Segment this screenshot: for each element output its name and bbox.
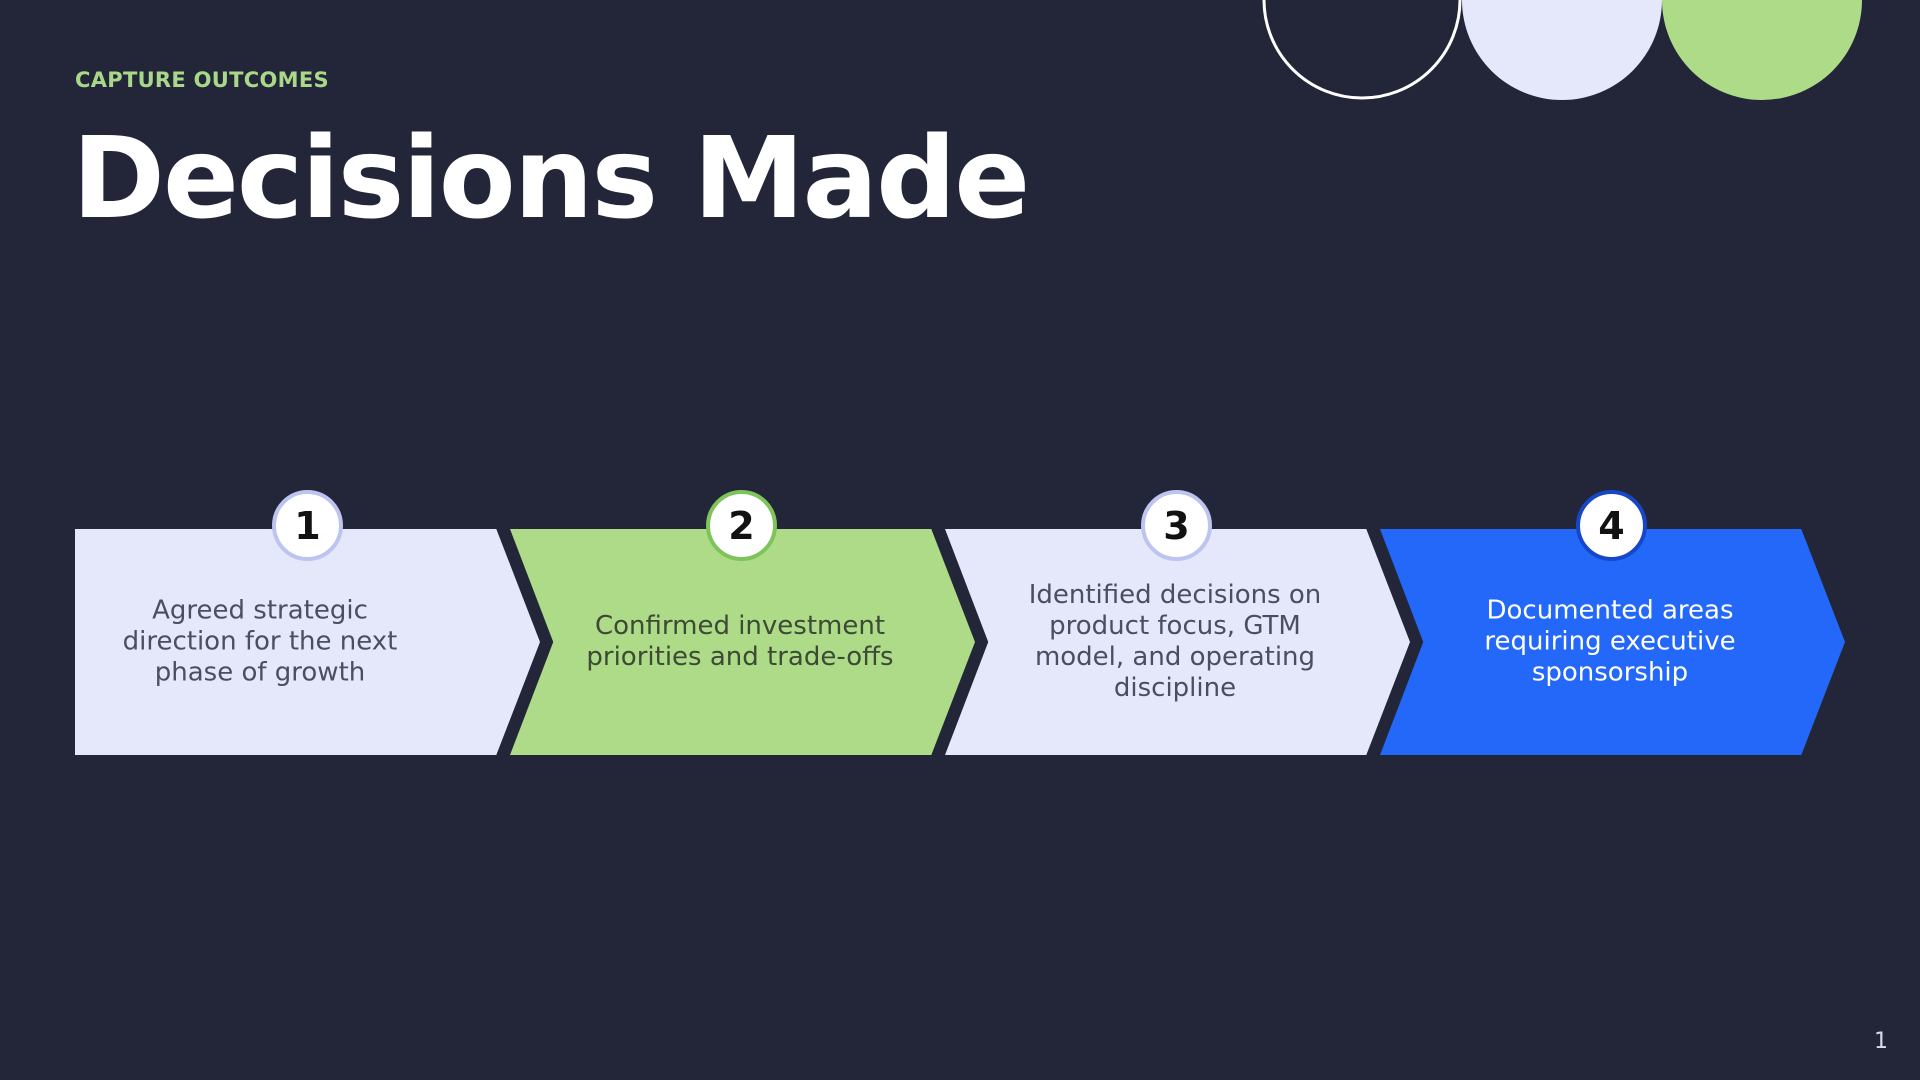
decorative-circles [1262, 0, 1862, 100]
step-1-number-badge: 1 [272, 490, 343, 561]
process-step-2: Confirmed investment priorities and trad… [510, 529, 975, 755]
outline-circle [1262, 0, 1462, 100]
section-eyebrow: CAPTURE OUTCOMES [75, 68, 329, 92]
green-circle [1662, 0, 1862, 100]
slide-title: Decisions Made [72, 114, 1030, 244]
lavender-circle [1462, 0, 1662, 100]
process-step-4: Documented areas requiring executive spo… [1380, 529, 1845, 755]
step-3-text: Identified decisions on product focus, G… [1028, 580, 1322, 703]
step-3-number-badge: 3 [1141, 490, 1212, 561]
step-1-text: Agreed strategic direction for the next … [122, 595, 398, 688]
process-step-1: Agreed strategic direction for the next … [75, 529, 540, 755]
page-number: 1 [1874, 1029, 1888, 1054]
step-4-text: Documented areas requiring executive spo… [1484, 595, 1736, 688]
step-4-number-badge: 4 [1576, 490, 1647, 561]
step-2-text: Confirmed investment priorities and trad… [586, 611, 894, 672]
step-2-number-badge: 2 [706, 490, 777, 561]
process-step-3: Identified decisions on product focus, G… [945, 529, 1410, 755]
